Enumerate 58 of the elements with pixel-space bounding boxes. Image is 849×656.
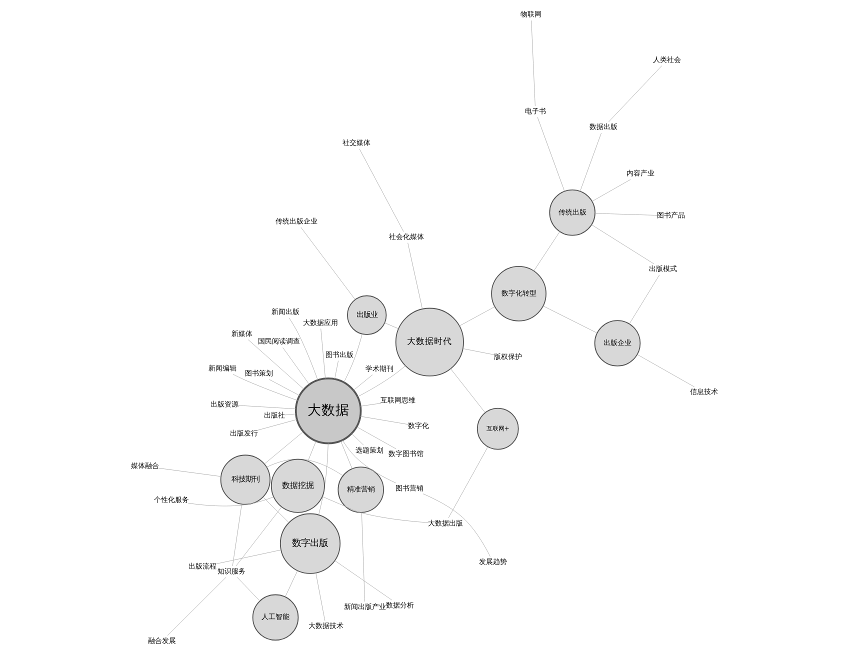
- connector: [591, 224, 654, 264]
- connector: [351, 433, 364, 446]
- connector: [284, 570, 298, 598]
- connector: [340, 440, 352, 469]
- connector: [300, 227, 356, 300]
- connector: [334, 560, 392, 600]
- connector: [408, 242, 423, 310]
- connector: [236, 576, 260, 602]
- connector: [308, 440, 316, 462]
- connector: [531, 20, 536, 106]
- connector: [264, 432, 304, 464]
- connector: [236, 506, 282, 566]
- connector: [580, 132, 602, 192]
- connector: [459, 306, 496, 326]
- connector: [188, 496, 274, 506]
- connector: [232, 504, 242, 566]
- connector: [357, 365, 406, 397]
- connector: [316, 572, 326, 621]
- connector: [608, 65, 662, 122]
- connector: [320, 328, 326, 379]
- connector: [592, 179, 631, 202]
- connector: [542, 306, 598, 334]
- connector: [232, 374, 298, 401]
- connector: [282, 347, 310, 385]
- connector: [269, 379, 300, 396]
- connector: [360, 416, 408, 425]
- connector: [359, 148, 404, 232]
- connector: [356, 426, 396, 450]
- connector: [266, 458, 344, 476]
- connector: [360, 403, 382, 406]
- connector: [216, 550, 282, 564]
- connector: [462, 348, 494, 355]
- connector: [361, 512, 366, 602]
- connector: [334, 360, 339, 380]
- connector: [167, 576, 226, 636]
- connector: [384, 322, 399, 329]
- connector: [629, 274, 660, 324]
- connector: [537, 116, 565, 192]
- connector: [238, 405, 296, 410]
- connector: [262, 496, 290, 523]
- connector: [248, 339, 304, 390]
- connector: [342, 440, 396, 484]
- connector: [448, 446, 488, 518]
- node-circle: 大数据时代: [395, 308, 464, 376]
- connector: [422, 494, 490, 557]
- connector: [450, 368, 486, 413]
- connector: [322, 496, 429, 523]
- connector: [344, 334, 362, 383]
- connector: [594, 213, 658, 216]
- node-circle: 大数据: [294, 378, 362, 444]
- node-circle: 数字出版: [280, 513, 341, 574]
- connector: [257, 419, 298, 430]
- connector: [534, 231, 560, 272]
- connector: [637, 354, 695, 388]
- connector: [158, 468, 222, 477]
- connector: [288, 318, 318, 380]
- connector: [353, 374, 373, 390]
- connector: [284, 414, 296, 416]
